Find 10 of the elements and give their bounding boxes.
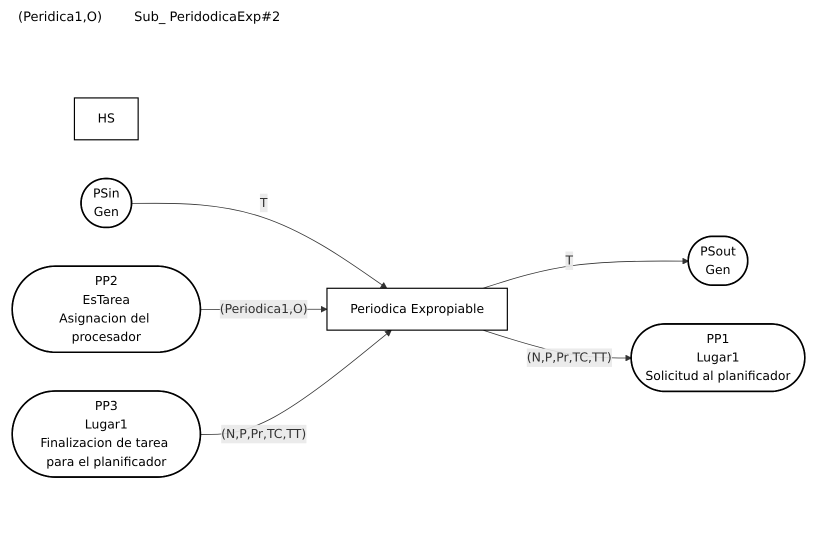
edge-label: (Periodica1,O): [220, 301, 308, 316]
arc-inscription: Sub_ PeridodicaExp#2: [133, 9, 282, 27]
arrow: [132, 202, 388, 289]
node-box: HS: [74, 97, 139, 140]
edge-label: (N,P,Pr,TC,TT): [221, 426, 306, 442]
node-box: Periodica Expropiable: [326, 288, 508, 331]
edge-label: (N,P,Pr,TC,TT): [526, 350, 612, 365]
edge-label: T: [260, 195, 268, 210]
arc-inscription: (Peridica1,O): [17, 9, 104, 27]
edge-label: T: [565, 252, 574, 268]
